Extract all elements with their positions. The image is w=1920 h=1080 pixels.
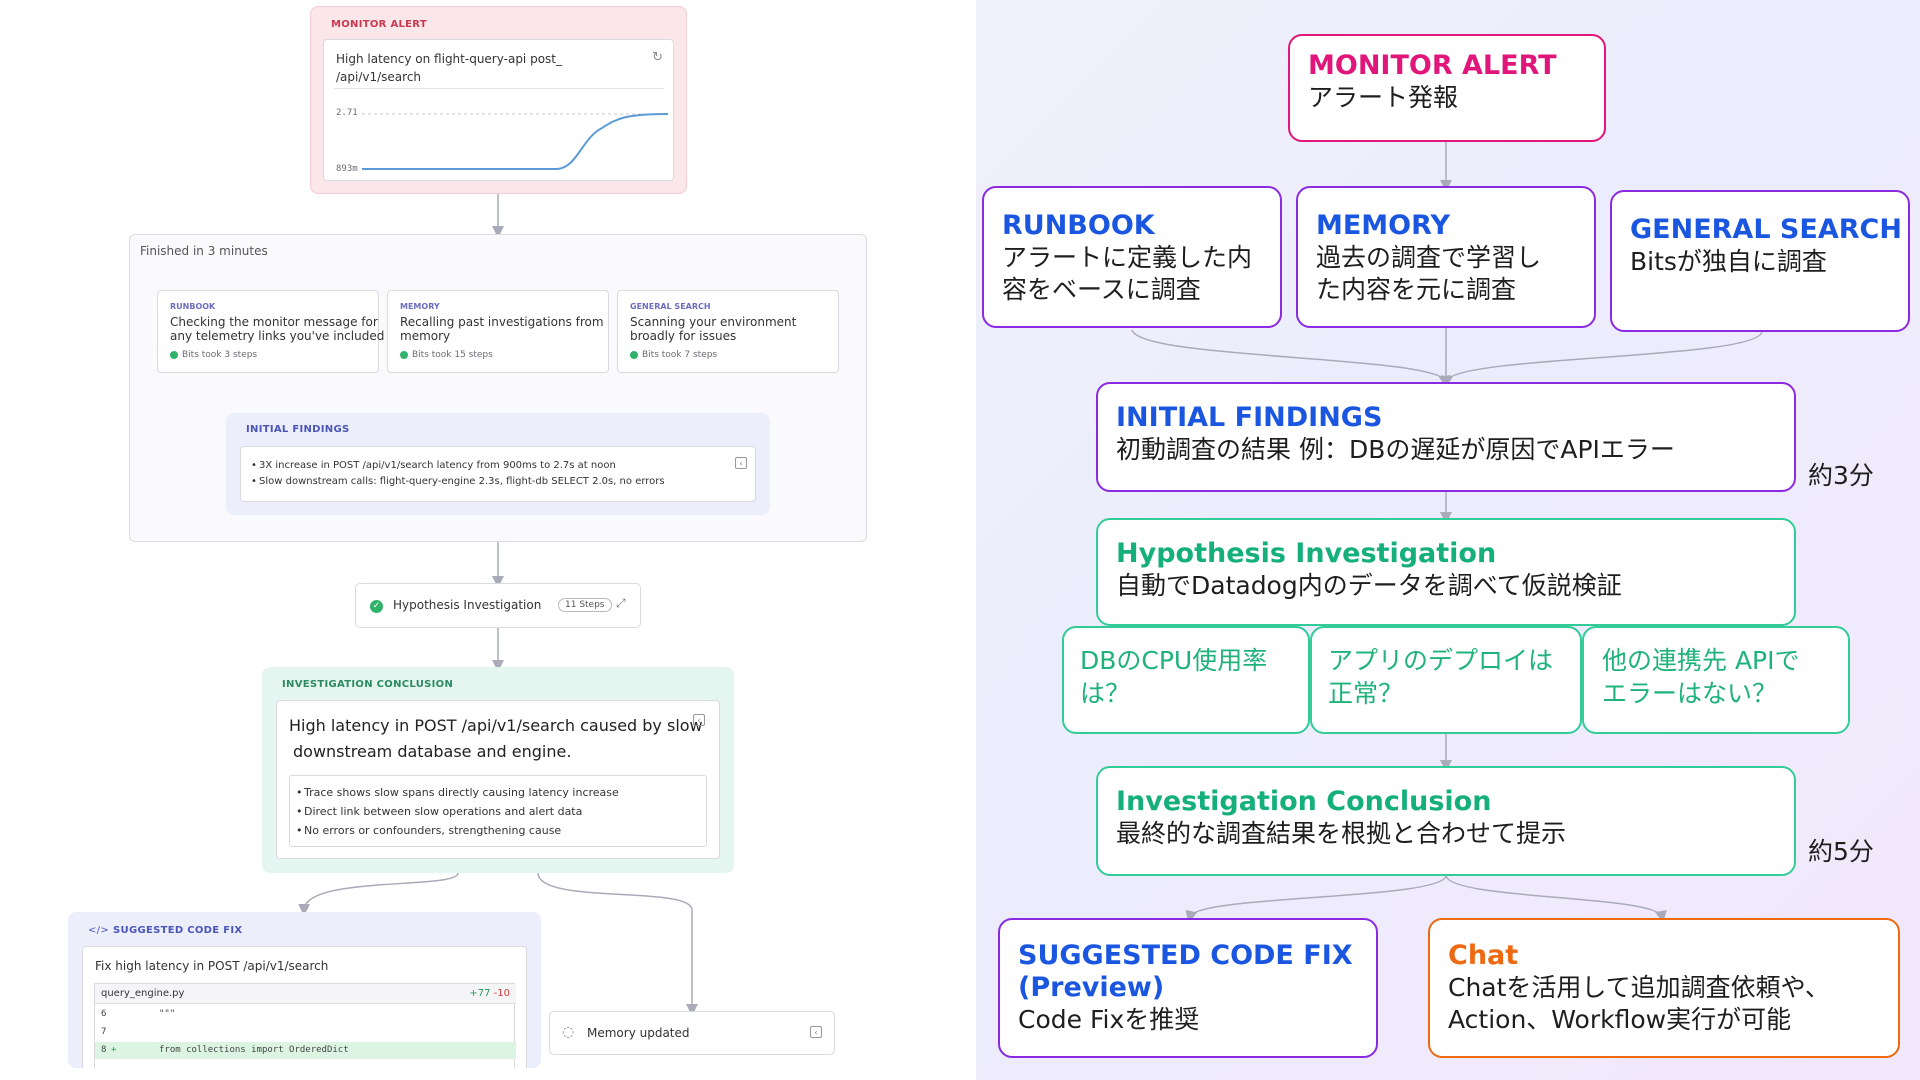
general-search-tag: GENERAL SEARCH — [630, 302, 711, 311]
check-icon — [630, 350, 638, 359]
general-search-card[interactable]: GENERAL SEARCH Scanning your environment… — [617, 290, 839, 373]
memory-box: MEMORY 過去の調査で学習し た内容を元に調査 — [1296, 186, 1596, 328]
memory-desc: 過去の調査で学習し た内容を元に調査 — [1316, 243, 1542, 304]
conclusion-duration: 約5分 — [1808, 837, 1874, 866]
diff-filename: query_engine.py — [101, 988, 185, 999]
monitor-alert-card[interactable]: High latency on flight-query-api post_ /… — [323, 39, 674, 181]
runbook-text: Checking the monitor message for any tel… — [170, 315, 385, 343]
lightbulb-icon: ◌ — [562, 1024, 575, 1040]
runbook-card[interactable]: RUNBOOK Checking the monitor message for… — [157, 290, 384, 373]
initial-findings-label: INITIAL FINDINGS — [246, 424, 350, 435]
initial-findings-box: INITIAL FINDINGS 初動調査の結果 例：DBの遅延が原因でAPIエ… — [1096, 382, 1796, 492]
code-fix-title: SUGGESTED CODE FIX — [1018, 940, 1353, 971]
expand-panel-icon[interactable]: ‹ — [810, 1026, 822, 1038]
hypothesis-question: 他の連携先 APIで エラーはない？ — [1582, 626, 1850, 734]
evidence-item: No errors or confounders, strengthening … — [296, 821, 619, 840]
general-search-title: GENERAL SEARCH — [1630, 214, 1902, 245]
chat-title: Chat — [1448, 940, 1519, 971]
diff-line-added: 8 + from collections import OrderedDict — [95, 1042, 516, 1059]
monitor-alert-box: MONITOR ALERT アラート発報 — [1288, 34, 1606, 142]
monitor-alert-title: MONITOR ALERT — [1308, 50, 1557, 81]
chart-y-top-label: 2.71 — [336, 108, 358, 118]
refresh-icon[interactable]: ↻ — [652, 50, 663, 65]
latency-sparkline — [362, 113, 668, 170]
general-search-steps: Bits took 7 steps — [630, 350, 717, 360]
initial-findings-panel: INITIAL FINDINGS 3X increase in POST /ap… — [226, 413, 770, 515]
initial-findings-desc: 初動調査の結果 例：DBの遅延が原因でAPIエラー — [1116, 435, 1675, 464]
chat-desc: Chatを活用して追加調査依頼や、 Action、Workflow実行が可能 — [1448, 973, 1830, 1034]
code-fix-subtitle: (Preview) — [1018, 972, 1165, 1003]
code-fix-desc: Code Fixを推奨 — [1018, 1005, 1200, 1034]
alert-message-line2: /api/v1/search — [336, 70, 422, 84]
conclusion-title: Investigation Conclusion — [1116, 786, 1492, 817]
runbook-box: RUNBOOK アラートに定義した内 容をベースに調査 — [982, 186, 1282, 328]
general-search-box: GENERAL SEARCH Bitsが独自に調査 — [1610, 190, 1910, 332]
conclusion-panel: INVESTIGATION CONCLUSION High latency in… — [262, 667, 734, 873]
diff-line: 7 — [101, 1027, 107, 1037]
hypothesis-steps-badge: 11 Steps — [558, 598, 612, 612]
diff-stats: +77 -10 — [469, 988, 510, 999]
hypothesis-question: アプリのデプロイは 正常？ — [1310, 626, 1582, 734]
check-icon — [400, 350, 408, 359]
hypothesis-title: Hypothesis Investigation — [1116, 538, 1497, 569]
code-fix-card[interactable]: Fix high latency in POST /api/v1/search … — [82, 946, 527, 1068]
diff-line: 6 """ — [101, 1009, 176, 1019]
finished-label: Finished in 3 minutes — [140, 244, 268, 258]
memory-tag: MEMORY — [400, 302, 440, 311]
runbook-desc: アラートに定義した内 容をベースに調査 — [1002, 243, 1253, 304]
initial-findings-card[interactable]: 3X increase in POST /api/v1/search laten… — [240, 446, 756, 502]
code-fix-label: </>SUGGESTED CODE FIX — [88, 925, 243, 936]
general-search-desc: Bitsが独自に調査 — [1630, 247, 1827, 276]
code-fix-box: SUGGESTED CODE FIX (Preview) Code Fixを推奨 — [998, 918, 1378, 1058]
general-search-text: Scanning your environment broadly for is… — [630, 315, 797, 343]
memory-card[interactable]: MEMORY Recalling past investigations fro… — [387, 290, 609, 373]
conclusion-card[interactable]: High latency in POST /api/v1/search caus… — [276, 700, 720, 859]
evidence-item: Trace shows slow spans directly causing … — [296, 783, 619, 802]
monitor-alert-panel: MONITOR ALERT High latency on flight-que… — [310, 6, 687, 194]
memory-steps: Bits took 15 steps — [400, 350, 493, 360]
finding-item: 3X increase in POST /api/v1/search laten… — [251, 458, 665, 474]
initial-findings-title: INITIAL FINDINGS — [1116, 402, 1383, 433]
memory-updated-card[interactable]: ◌ Memory updated ‹ — [549, 1011, 835, 1055]
expand-panel-icon[interactable]: ‹ — [693, 714, 705, 726]
runbook-tag: RUNBOOK — [170, 302, 216, 311]
runbook-title: RUNBOOK — [1002, 210, 1155, 241]
conclusion-evidence-box: Trace shows slow spans directly causing … — [289, 775, 707, 847]
code-icon: </> — [88, 925, 110, 936]
check-icon: ✓ — [370, 600, 383, 613]
alert-message-line1: High latency on flight-query-api post_ — [336, 52, 562, 66]
code-fix-panel: </>SUGGESTED CODE FIX Fix high latency i… — [68, 912, 541, 1068]
conclusion-text: High latency in POST /api/v1/search caus… — [289, 716, 703, 761]
memory-updated-label: Memory updated — [587, 1026, 690, 1040]
initial-findings-list: 3X increase in POST /api/v1/search laten… — [251, 458, 665, 490]
evidence-item: Direct link between slow operations and … — [296, 802, 619, 821]
code-fix-title: Fix high latency in POST /api/v1/search — [95, 959, 329, 973]
hypothesis-label: Hypothesis Investigation — [393, 598, 542, 612]
monitor-alert-label: MONITOR ALERT — [331, 19, 427, 30]
hypothesis-desc: 自動でDatadog内のデータを調べて仮説検証 — [1116, 571, 1622, 600]
conclusion-evidence-list: Trace shows slow spans directly causing … — [296, 783, 619, 840]
fullscreen-icon[interactable]: ⤢ — [616, 596, 626, 610]
conclusion-label: INVESTIGATION CONCLUSION — [282, 679, 454, 690]
check-icon — [170, 350, 178, 359]
diff-header: query_engine.py +77 -10 — [95, 984, 516, 1004]
hypothesis-box: Hypothesis Investigation 自動でDatadog内のデータ… — [1096, 518, 1796, 626]
memory-title: MEMORY — [1316, 210, 1450, 241]
hypothesis-question: DBのCPU使用率 は？ — [1062, 626, 1310, 734]
memory-text: Recalling past investigations from memor… — [400, 315, 604, 343]
chat-box: Chat Chatを活用して追加調査依頼や、 Action、Workflow実行… — [1428, 918, 1900, 1058]
diff-view: query_engine.py +77 -10 6 """ 7 8 + from… — [94, 983, 516, 1068]
conclusion-desc: 最終的な調査結果を根拠と合わせて提示 — [1116, 819, 1567, 848]
hypothesis-card[interactable]: ✓ Hypothesis Investigation 11 Steps ⤢ — [355, 583, 641, 628]
initial-findings-duration: 約3分 — [1808, 461, 1874, 490]
finding-item: Slow downstream calls: flight-query-engi… — [251, 474, 665, 490]
card-divider — [334, 88, 664, 89]
expand-panel-icon[interactable]: ‹ — [735, 457, 747, 469]
conclusion-box: Investigation Conclusion 最終的な調査結果を根拠と合わせ… — [1096, 766, 1796, 876]
chart-y-bottom-label: 893m — [336, 164, 358, 174]
monitor-alert-desc: アラート発報 — [1308, 83, 1459, 112]
runbook-steps: Bits took 3 steps — [170, 350, 257, 360]
